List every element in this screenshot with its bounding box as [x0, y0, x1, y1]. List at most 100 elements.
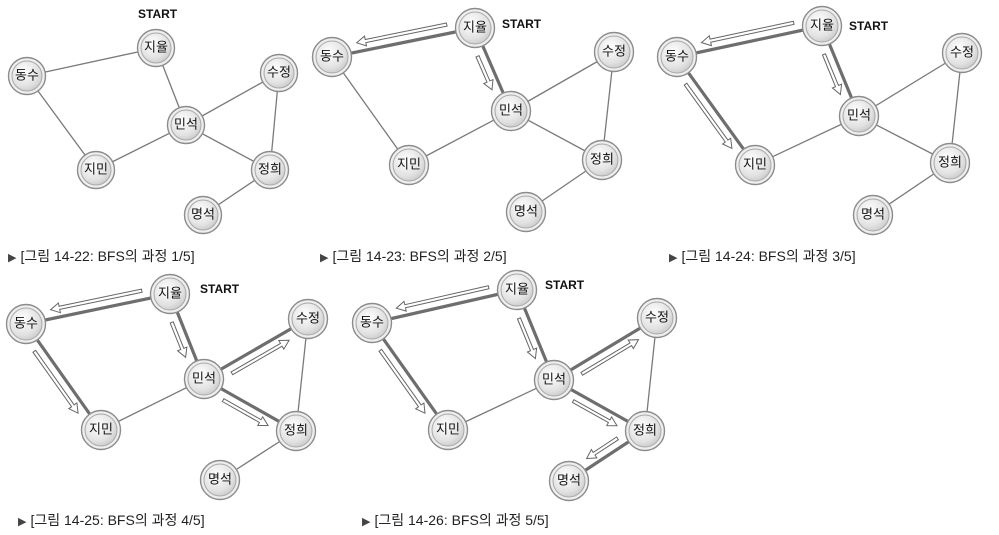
node-disc	[494, 94, 528, 128]
node-jeonghui: 정희	[250, 150, 290, 190]
traversal-arrow-icon	[169, 321, 188, 359]
node-label: 지민	[397, 158, 421, 173]
node-label: 동수	[665, 50, 689, 65]
node-label: 정희	[284, 424, 308, 439]
node-jiyul: 지율	[149, 273, 191, 315]
node-disc	[660, 40, 694, 74]
node-minseok: 민석	[166, 105, 206, 145]
caption-marker-icon: ▶	[362, 516, 371, 528]
edge-dongsu-jimin	[675, 56, 757, 166]
node-jiyul: 지율	[136, 28, 176, 68]
node-disc	[315, 40, 349, 74]
node-label: 지율	[144, 41, 168, 56]
traversal-arrow-icon	[230, 339, 290, 376]
start-label: START	[545, 278, 585, 292]
node-label: 지민	[436, 423, 460, 438]
node-disc	[84, 413, 118, 447]
caption-5-text: [그림 14-26: BFS의 과정 5/5]	[374, 512, 549, 528]
node-label: 명석	[191, 208, 215, 223]
node-disc	[355, 306, 389, 340]
node-label: 지율	[810, 19, 834, 34]
node-disc	[291, 302, 325, 336]
traversal-arrow-icon	[355, 22, 448, 47]
node-disc	[628, 414, 662, 448]
node-myeongseok: 명석	[852, 194, 894, 236]
start-label: START	[138, 7, 178, 21]
traversal-arrow-icon	[571, 399, 618, 427]
edge-jiyul-dongsu	[371, 288, 518, 325]
node-disc	[153, 277, 187, 311]
node-jeonghui: 정희	[929, 142, 971, 184]
traversal-arrow-icon	[683, 82, 733, 150]
traversal-arrow-icon	[221, 398, 269, 426]
node-jimin: 지민	[76, 150, 116, 190]
node-dongsu: 동수	[656, 36, 698, 78]
node-label: 지율	[158, 287, 182, 302]
node-label: 명석	[208, 473, 232, 488]
caption-4-text: [그림 14-25: BFS의 과정 4/5]	[30, 512, 205, 528]
node-jeonghui: 정희	[581, 139, 623, 181]
node-minseok: 민석	[183, 358, 225, 400]
node-disc	[585, 143, 619, 177]
traversal-arrow-icon	[585, 436, 620, 460]
node-label: 지민	[84, 163, 108, 178]
edge-dongsu-jimin	[26, 75, 97, 171]
node-disc	[500, 273, 534, 307]
node-label: 민석	[542, 373, 566, 388]
edge-jiyul-dongsu	[25, 292, 171, 326]
traversal-arrow-icon	[378, 348, 426, 415]
caption-5: ▶[그림 14-26: BFS의 과정 5/5]	[362, 510, 549, 530]
node-label: 지율	[505, 283, 529, 298]
node-dongsu: 동수	[311, 36, 353, 78]
node-label: 동수	[360, 316, 384, 331]
node-myeongseok: 명석	[199, 459, 241, 501]
node-jiyul: 지율	[801, 5, 843, 47]
node-disc	[509, 195, 543, 229]
node-dongsu: 동수	[7, 56, 47, 96]
node-jimin: 지민	[734, 144, 776, 186]
node-jimin: 지민	[388, 144, 430, 186]
node-disc	[187, 199, 219, 231]
node-label: 수정	[296, 312, 320, 327]
traversal-arrow-icon	[700, 20, 795, 47]
node-dongsu: 동수	[5, 303, 47, 345]
node-disc	[140, 32, 172, 64]
node-label: 민석	[847, 109, 871, 124]
node-disc	[738, 148, 772, 182]
traversal-arrow-icon	[475, 55, 494, 91]
node-disc	[392, 148, 426, 182]
node-myeongseok: 명석	[505, 191, 547, 233]
caption-3-text: [그림 14-24: BFS의 과정 3/5]	[681, 248, 856, 264]
node-label: 민석	[499, 104, 523, 119]
node-label: 정희	[633, 424, 657, 439]
node-disc	[805, 9, 839, 43]
node-disc	[431, 413, 465, 447]
traversal-arrow-icon	[49, 288, 143, 314]
node-label: 명석	[557, 474, 581, 489]
traversal-arrow-icon	[516, 317, 538, 360]
node-sujeong: 수정	[259, 53, 299, 93]
node-disc	[263, 57, 295, 89]
edge-jiyul-dongsu	[26, 47, 157, 77]
caption-2: ▶[그림 14-23: BFS의 과정 2/5]	[320, 246, 507, 266]
node-jiyul: 지율	[496, 269, 538, 311]
node-disc	[842, 99, 876, 133]
node-label: 명석	[861, 208, 885, 223]
node-label: 동수	[15, 69, 39, 84]
node-disc	[537, 363, 571, 397]
node-label: 민석	[174, 118, 198, 133]
node-sujeong: 수정	[593, 31, 635, 73]
node-jiyul: 지율	[454, 7, 496, 49]
node-sujeong: 수정	[287, 298, 329, 340]
node-disc	[933, 146, 967, 180]
caption-3: ▶[그림 14-24: BFS의 과정 3/5]	[669, 246, 856, 266]
node-minseok: 민석	[838, 95, 880, 137]
caption-1-text: [그림 14-22: BFS의 과정 1/5]	[20, 248, 195, 264]
node-disc	[640, 301, 674, 335]
node-label: 수정	[950, 46, 974, 61]
node-label: 수정	[645, 311, 669, 326]
node-disc	[170, 109, 202, 141]
